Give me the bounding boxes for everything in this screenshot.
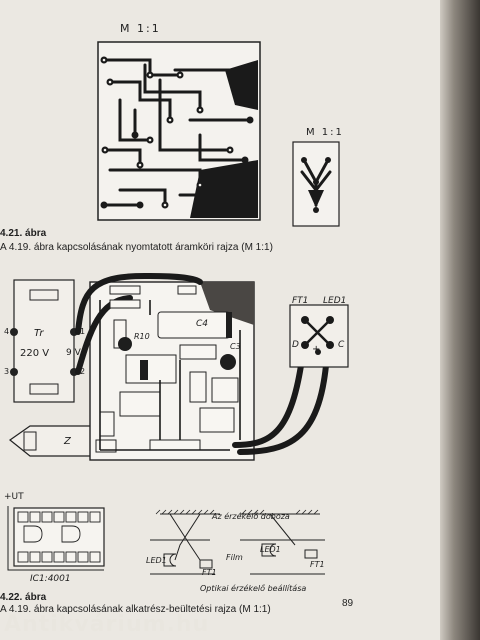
pcb-artwork bbox=[97, 41, 340, 227]
label-ft1: FT1 bbox=[292, 296, 309, 306]
label-secondary: 9 V bbox=[66, 348, 81, 358]
label-optics-led: LED1 bbox=[146, 556, 167, 565]
label-pin-1: 1 bbox=[80, 327, 86, 336]
label-pin-4: 4 bbox=[4, 327, 10, 336]
label-film: Film bbox=[226, 553, 243, 562]
label-optics-caption: Optikai érzékelő beállítása bbox=[200, 584, 307, 593]
figure-22-caption: A 4.19. ábra kapcsolásának alkatrész-beü… bbox=[0, 604, 271, 615]
label-optics-ft-b: FT1 bbox=[310, 560, 325, 569]
scale-label-side: M 1:1 bbox=[306, 127, 344, 138]
label-d: D bbox=[292, 340, 299, 350]
label-z: Z bbox=[64, 436, 71, 447]
page-number: 89 bbox=[342, 598, 354, 609]
figure-21-caption: A 4.19. ábra kapcsolásának nyomtatott ár… bbox=[0, 242, 273, 253]
label-plus: + bbox=[312, 344, 321, 355]
label-optics-led-b: LED1 bbox=[260, 545, 281, 554]
label-led1: LED1 bbox=[323, 296, 347, 306]
label-c3: C3 bbox=[230, 342, 241, 351]
book-gutter bbox=[440, 0, 480, 640]
scale-label-top: M 1:1 bbox=[120, 22, 161, 35]
label-optics-ft: FT1 bbox=[202, 568, 217, 577]
component-layout bbox=[7, 272, 349, 575]
label-sensor-housing: Az érzékelő doboza bbox=[212, 512, 290, 521]
label-pin-2: 2 bbox=[80, 367, 86, 376]
label-supply: +UT bbox=[4, 492, 24, 502]
label-pin-3: 3 bbox=[4, 367, 10, 376]
figure-22-number: 4.22. ábra bbox=[0, 592, 47, 603]
label-c4: C4 bbox=[196, 319, 209, 329]
label-c: C bbox=[338, 340, 345, 350]
watermark: Antikvárium.hu bbox=[4, 612, 210, 637]
label-ic: IC1:4001 bbox=[30, 574, 71, 584]
figure-21-number: 4.21. ábra bbox=[0, 228, 47, 239]
book-page: M 1:1 bbox=[0, 0, 440, 640]
label-r10: R10 bbox=[134, 332, 150, 341]
label-transformer: Tr bbox=[34, 328, 44, 339]
label-mains: 220 V bbox=[20, 348, 50, 359]
